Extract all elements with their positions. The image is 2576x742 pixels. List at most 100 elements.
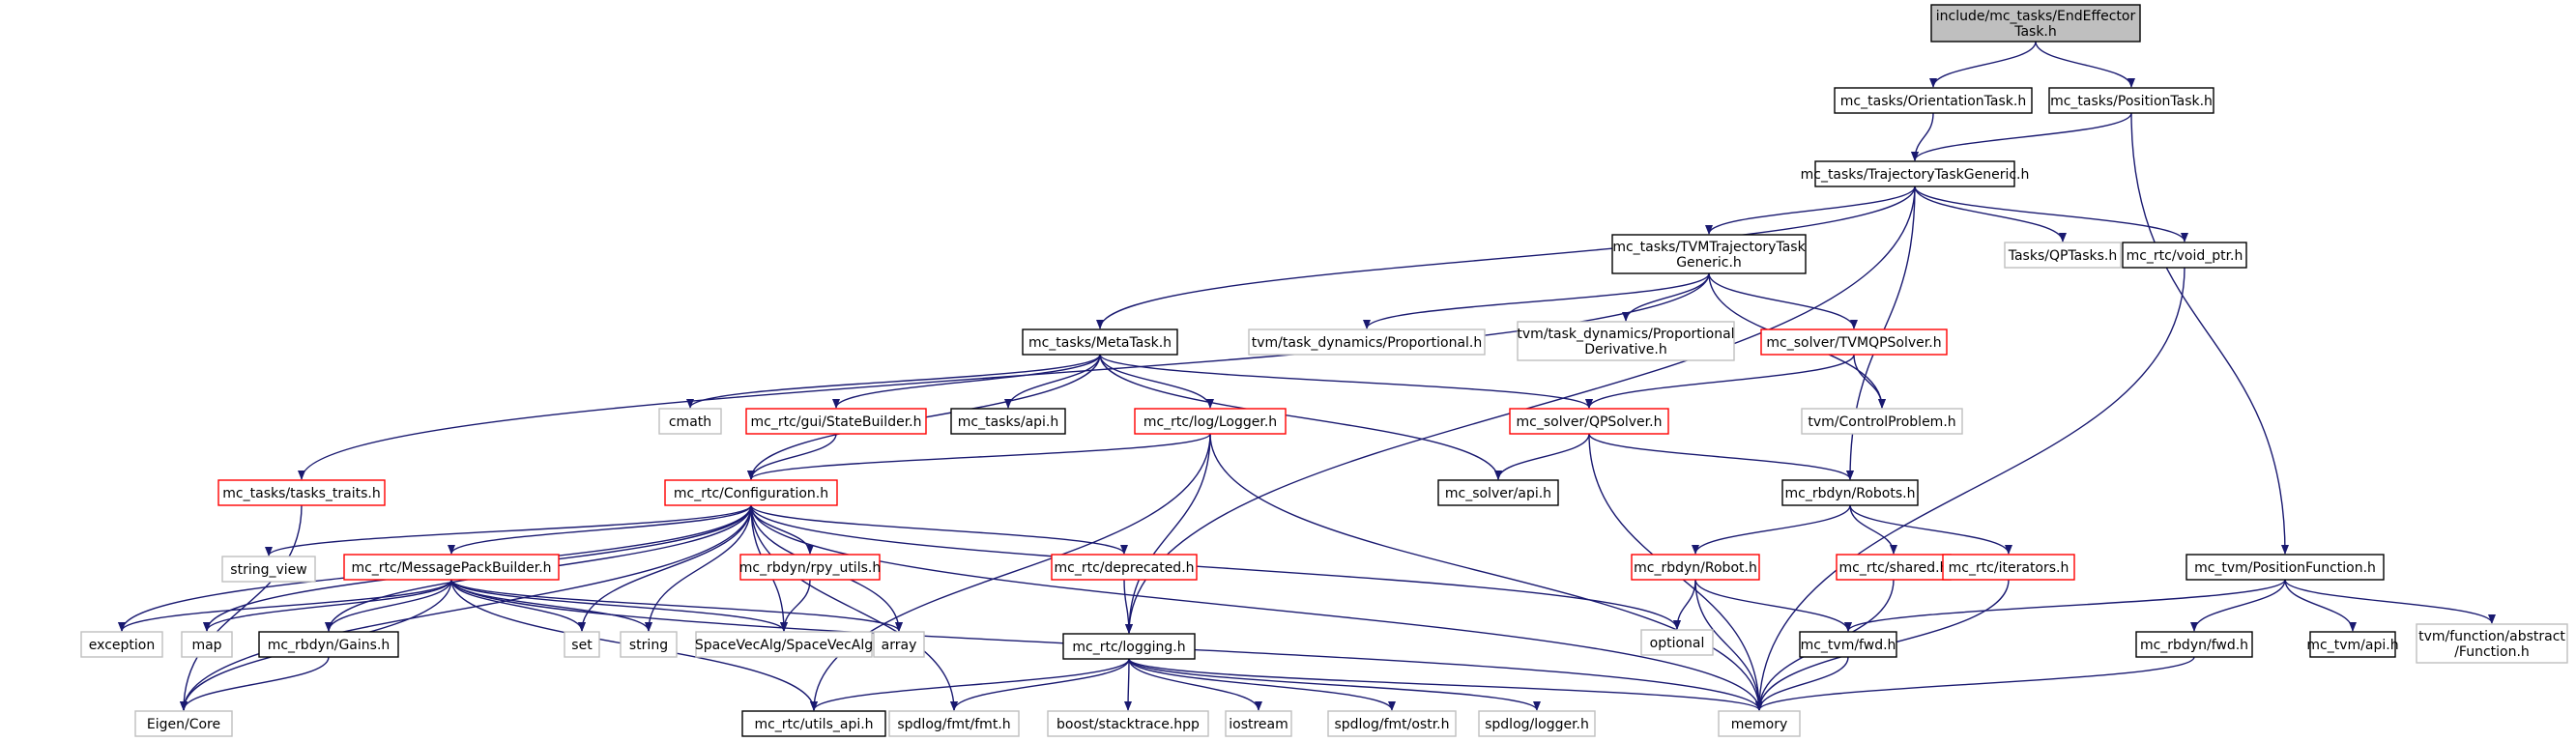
node-taskstraits[interactable]: mc_tasks/tasks_traits.h xyxy=(217,479,386,506)
node-label: mc_tvm/api.h xyxy=(2306,638,2398,653)
node-shared[interactable]: mc_rtc/shared.h xyxy=(1836,554,1952,581)
node-label: mc_rtc/iterators.h xyxy=(1949,560,2069,576)
node-label: mc_rbdyn/Robots.h xyxy=(1785,486,1916,501)
node-tvmqp[interactable]: mc_solver/TVMQPSolver.h xyxy=(1760,328,1948,356)
edge-logger-to-memory xyxy=(1209,433,1763,711)
node-label: mc_tasks/OrientationTask.h xyxy=(1840,94,2026,109)
node-traj[interactable]: mc_tasks/TrajectoryTaskGeneric.h xyxy=(1801,160,2030,187)
node-label: mc_rtc/log/Logger.h xyxy=(1143,414,1277,430)
node-label: spdlog/logger.h xyxy=(1485,717,1589,732)
node-logging[interactable]: mc_rtc/logging.h xyxy=(1062,633,1196,660)
edges-layer xyxy=(118,41,2496,711)
edge-gains-to-eigen xyxy=(180,656,330,711)
node-label: Eigen/Core xyxy=(147,717,220,732)
node-controlproblem: tvm/ControlProblem.h xyxy=(1801,408,1963,435)
node-pos[interactable]: mc_tasks/PositionTask.h xyxy=(2048,87,2214,114)
edge-logging-to-ostr xyxy=(1128,658,1396,711)
edge-tvmfwd-to-memory xyxy=(1755,656,1849,711)
node-tvmprop: tvm/task_dynamics/Proportional.h xyxy=(1248,328,1486,356)
node-msgpack[interactable]: mc_rtc/MessagePackBuilder.h xyxy=(343,554,560,581)
node-box xyxy=(1718,710,1801,737)
node-tvmapi[interactable]: mc_tvm/api.h xyxy=(2306,631,2399,658)
edge-logging-to-iostream xyxy=(1128,658,1262,711)
node-box xyxy=(1437,479,1559,506)
node-label: mc_rbdyn/Robot.h xyxy=(1634,560,1757,576)
node-label: mc_rbdyn/rpy_utils.h xyxy=(739,560,881,576)
node-box xyxy=(1834,87,2033,114)
node-box xyxy=(1640,629,1714,656)
node-tasksapi[interactable]: mc_tasks/api.h xyxy=(950,408,1066,435)
node-logger[interactable]: mc_rtc/log/Logger.h xyxy=(1134,408,1287,435)
edge-metatask-to-logger xyxy=(1099,354,1214,409)
node-label: mc_rtc/MessagePackBuilder.h xyxy=(351,560,551,576)
node-box xyxy=(1509,408,1669,435)
node-gains[interactable]: mc_rbdyn/Gains.h xyxy=(258,631,399,658)
node-tvmposfunc[interactable]: mc_tvm/PositionFunction.h xyxy=(2185,554,2385,581)
node-label: mc_tasks/tasks_traits.h xyxy=(222,486,380,501)
node-iterators[interactable]: mc_rtc/iterators.h xyxy=(1942,554,2075,581)
edge-root-to-orient xyxy=(1929,41,2037,88)
edge-logger-to-utilsapi xyxy=(810,433,1211,711)
node-box xyxy=(873,631,925,658)
node-label: spdlog/fmt/fmt.h xyxy=(897,717,1010,732)
node-solverapi[interactable]: mc_solver/api.h xyxy=(1437,479,1559,506)
edge-msgpack-to-gains xyxy=(325,579,452,632)
node-label: iostream xyxy=(1229,717,1288,732)
node-label: include/mc_tasks/EndEffector xyxy=(1936,9,2136,24)
node-rbdynfwd[interactable]: mc_rbdyn/fwd.h xyxy=(2135,631,2253,658)
edge-tvmposfunc-to-tvmabsfunc xyxy=(2284,579,2496,624)
node-box xyxy=(1225,710,1292,737)
node-box xyxy=(620,631,678,658)
edge-voidptr-to-memory xyxy=(1755,267,2185,711)
node-label: Generic.h xyxy=(1676,255,1742,271)
edge-logging-to-fmt xyxy=(950,658,1130,711)
node-robots[interactable]: mc_rbdyn/Robots.h xyxy=(1781,479,1919,506)
node-rpyutils[interactable]: mc_rbdyn/rpy_utils.h xyxy=(739,554,881,581)
node-tvmfwd[interactable]: mc_tvm/fwd.h xyxy=(1799,631,1897,658)
edge-tvmposfunc-to-tvmfwd xyxy=(1844,579,2286,632)
node-box xyxy=(258,631,399,658)
node-label: mc_tvm/PositionFunction.h xyxy=(2194,560,2376,576)
node-statebuilder[interactable]: mc_rtc/gui/StateBuilder.h xyxy=(745,408,927,435)
node-box xyxy=(134,710,233,737)
node-qpsolver[interactable]: mc_solver/QPSolver.h xyxy=(1509,408,1669,435)
node-fmt: spdlog/fmt/fmt.h xyxy=(888,710,1020,737)
edge-rpyutils-to-svva xyxy=(780,579,811,632)
node-label: mc_tasks/TVMTrajectoryTask xyxy=(1612,240,1806,255)
node-label: mc_rtc/gui/StateBuilder.h xyxy=(751,414,922,430)
edge-robots-to-iterators xyxy=(1849,504,2012,555)
node-voidptr[interactable]: mc_rtc/void_ptr.h xyxy=(2122,242,2247,269)
node-label: mc_rtc/Configuration.h xyxy=(674,486,828,501)
node-deprecated[interactable]: mc_rtc/deprecated.h xyxy=(1051,554,1198,581)
node-box xyxy=(950,408,1066,435)
node-box xyxy=(1327,710,1457,737)
edge-robots-to-robot xyxy=(1692,504,1851,555)
node-label: tvm/function/abstract xyxy=(2418,629,2565,644)
edge-rbdynfwd-to-memory xyxy=(1755,656,2195,711)
node-tvmpd: tvm/task_dynamics/ProportionalDerivative… xyxy=(1517,321,1735,361)
edge-tvmqp-to-controlproblem xyxy=(1853,354,1886,409)
node-config[interactable]: mc_rtc/Configuration.h xyxy=(664,479,838,506)
edge-config-to-string xyxy=(645,504,752,632)
edge-root-to-pos xyxy=(2035,41,2135,88)
edge-traj-to-qptasks xyxy=(1914,186,2067,243)
node-label: map xyxy=(191,638,221,653)
node-box xyxy=(221,556,316,583)
edge-traj-to-voidptr xyxy=(1914,186,2188,243)
node-orient[interactable]: mc_tasks/OrientationTask.h xyxy=(1834,87,2033,114)
node-box xyxy=(564,631,600,658)
edge-msgpack-to-set xyxy=(450,579,586,632)
node-box xyxy=(1051,554,1198,581)
node-metatask[interactable]: mc_tasks/MetaTask.h xyxy=(1022,328,1178,356)
node-string: string xyxy=(620,631,678,658)
node-utilsapi[interactable]: mc_rtc/utils_api.h xyxy=(741,710,886,737)
node-robot[interactable]: mc_rbdyn/Robot.h xyxy=(1631,554,1760,581)
node-label: set xyxy=(571,638,593,653)
node-box xyxy=(664,479,838,506)
node-box xyxy=(1134,408,1287,435)
edge-metatask-to-statebuilder xyxy=(832,354,1101,409)
